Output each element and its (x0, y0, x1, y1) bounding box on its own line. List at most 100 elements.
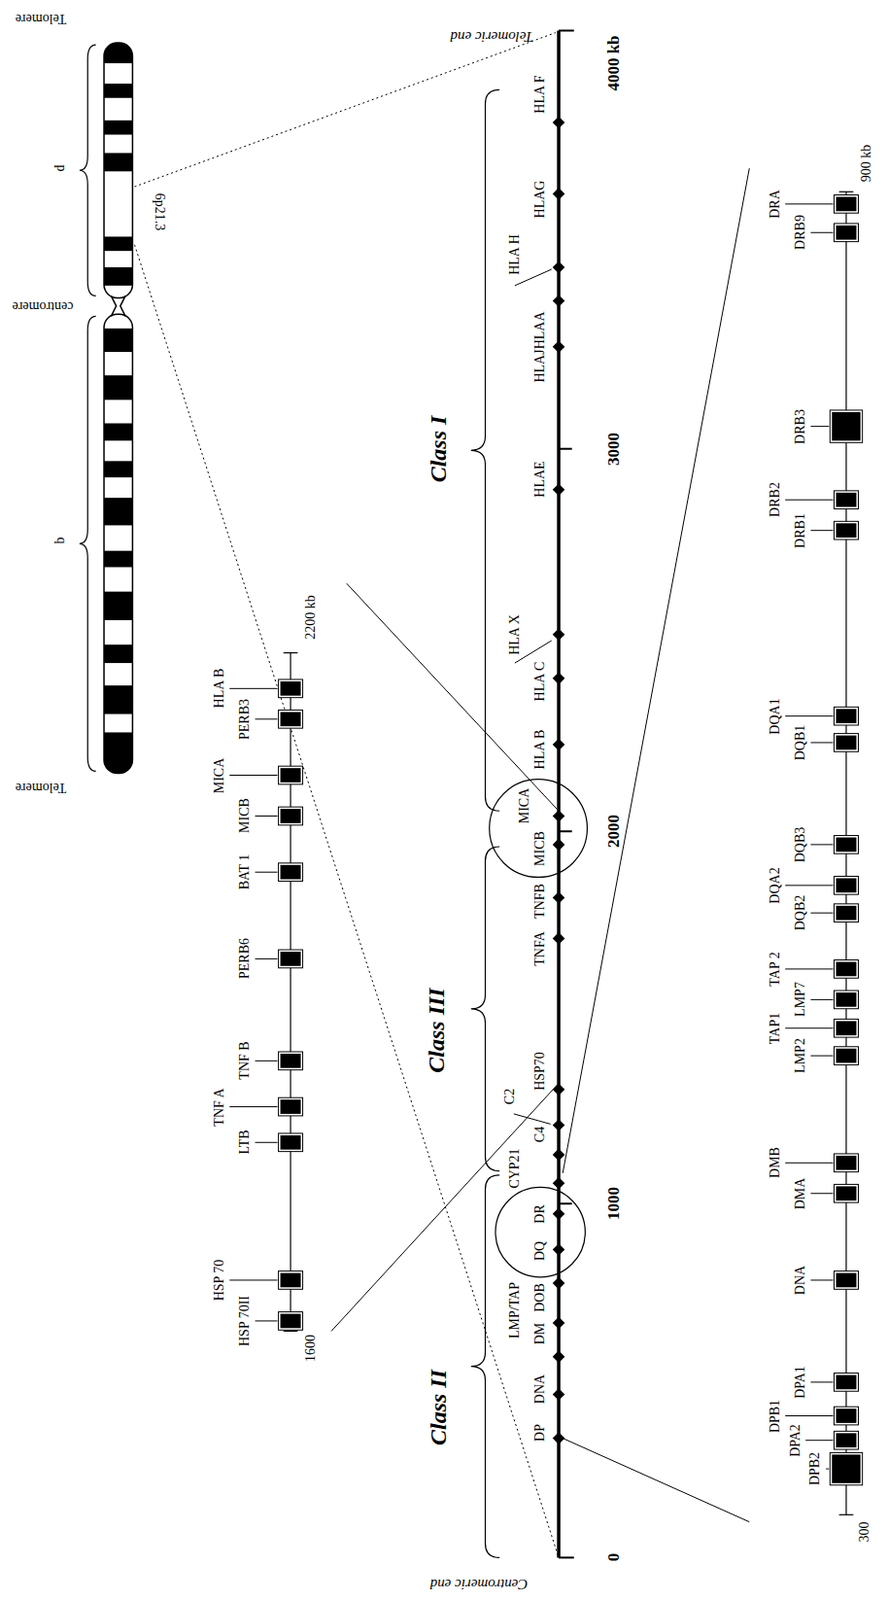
centromere-waist (110, 295, 116, 316)
label-slash (513, 1113, 551, 1124)
gene-label: HLA C (532, 661, 547, 702)
gene-label: DMB (767, 1146, 783, 1178)
gene-label: DQB1 (792, 724, 808, 761)
zoom-line (135, 33, 556, 187)
track-cap (283, 1330, 299, 1332)
chromosome-label: p (53, 165, 69, 172)
gene-box (835, 1048, 856, 1063)
axis-tick (558, 447, 573, 450)
gene-box (835, 1374, 856, 1390)
chromosome-band (102, 460, 136, 478)
gene-box-frame (833, 959, 858, 979)
gene-label: 900 kb (858, 144, 874, 183)
leader-line (810, 843, 833, 845)
gene-label: DRB1 (792, 512, 808, 548)
zoom-line (135, 244, 560, 1558)
gene-box (280, 1134, 302, 1150)
gene-label: PERB6 (237, 937, 252, 979)
art-group (79, 30, 863, 1557)
leader-line (805, 1438, 833, 1440)
leader-line (255, 1319, 278, 1321)
gene-box-frame (833, 1270, 858, 1290)
gene-label: HLA X (507, 614, 522, 655)
arm-brace (79, 44, 97, 296)
gene-label: MICA (517, 787, 533, 824)
gene-label: HLA F (532, 74, 547, 113)
gene-box-frame (278, 765, 304, 785)
gene-box (835, 492, 856, 508)
gene-marker (552, 116, 566, 130)
leader-line (785, 203, 833, 205)
scale-number: 0 (604, 1552, 623, 1562)
gene-box-frame (278, 1311, 304, 1331)
highlight-circle (489, 779, 588, 878)
gene-marker (552, 838, 566, 852)
gene-box-frame (833, 1046, 858, 1065)
class-label: Class III (423, 987, 449, 1072)
zoom-connector (562, 1437, 750, 1522)
gene-box-frame (278, 862, 304, 882)
gene-label: HSP70 (532, 1051, 547, 1091)
gene-box-frame (833, 733, 858, 752)
gene-label: TNF A (211, 1087, 227, 1126)
gene-label: TNFA (532, 930, 547, 966)
gene-box-frame (833, 1405, 858, 1425)
leader-line (255, 815, 278, 817)
scale-number: 1000 (604, 1186, 623, 1220)
leader-line (785, 715, 833, 717)
chromosome-outline (103, 313, 133, 773)
gene-label: MICA (211, 756, 227, 793)
gene-label: HLA B (532, 729, 547, 770)
gene-box (280, 951, 302, 966)
track-cap (839, 191, 854, 193)
gene-box-frame (278, 1051, 304, 1070)
gene-box-frame (833, 195, 858, 214)
scale-number: 4000 kb (604, 34, 623, 91)
gene-label: DP (532, 1423, 547, 1441)
gene-label: DR (532, 1203, 547, 1223)
gene-label: 2200 kb (303, 594, 318, 640)
chromosome-outline (103, 42, 133, 298)
axis-tick (558, 1201, 573, 1204)
gene-box (835, 522, 856, 538)
class-brace (471, 89, 500, 811)
chromosome-band (102, 422, 136, 441)
gene-box-frame (833, 1153, 858, 1172)
gene-label: TAP 2 (767, 951, 783, 986)
zoom-connector (346, 582, 559, 811)
gene-label: DMA (792, 1176, 808, 1209)
gene-box (835, 197, 856, 212)
gene-box (280, 1053, 302, 1068)
gene-box (835, 1432, 856, 1447)
leader-line (785, 1414, 833, 1416)
end-label: Telomeric end (449, 29, 533, 46)
gene-marker (552, 1176, 566, 1190)
leader-line (810, 912, 833, 914)
gene-box-frame (278, 806, 304, 825)
gene-marker (552, 1148, 566, 1162)
gene-box-frame (278, 949, 304, 968)
gene-box-frame (833, 876, 858, 895)
gene-box-frame (829, 1451, 862, 1484)
gene-label: C4 (532, 1126, 547, 1142)
gene-label: C2 (502, 1088, 517, 1104)
leader-line (810, 998, 833, 1000)
gene-label: DPB2 (808, 1451, 823, 1485)
gene-label: DQ (532, 1239, 547, 1260)
gene-box (835, 991, 856, 1007)
gene-box-frame (278, 1132, 304, 1152)
chromosome-band (102, 120, 136, 136)
class-brace (471, 1174, 500, 1558)
gene-label: MICB (237, 798, 252, 834)
chromosome-band (102, 83, 136, 99)
gene-label: MICB (532, 830, 547, 866)
gene-box-frame (833, 835, 858, 854)
gene-marker (552, 738, 566, 752)
gene-marker (552, 931, 566, 945)
gene-marker (552, 627, 566, 641)
gene-label: DM (532, 1321, 547, 1344)
leader-line (255, 717, 278, 719)
gene-label: DNA (532, 1373, 547, 1403)
arm-brace (79, 315, 97, 771)
